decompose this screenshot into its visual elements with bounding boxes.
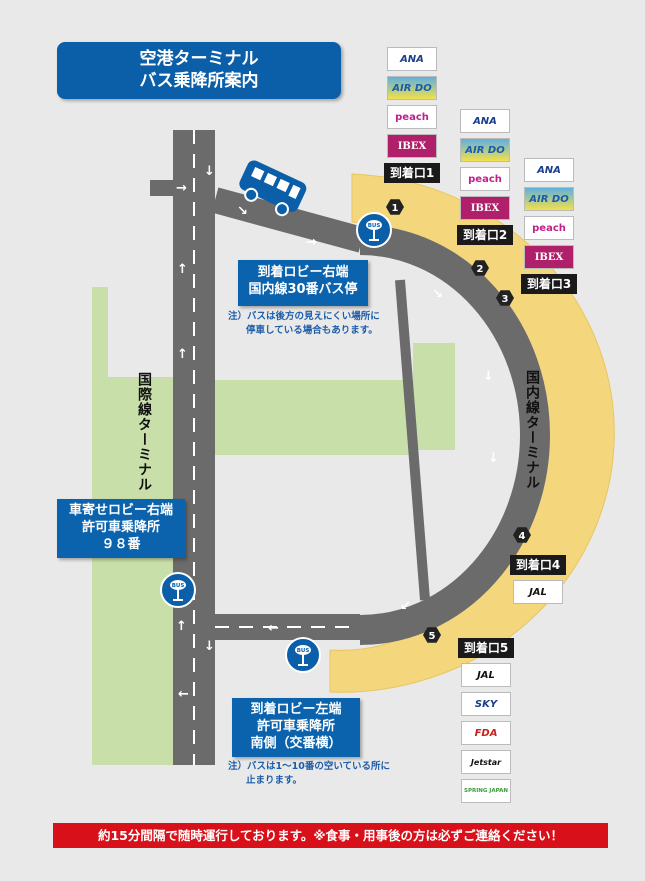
airline-logo: FDA [461, 721, 511, 745]
airline-logo: AIR DO [524, 187, 574, 211]
gate-marker-4: 4 [513, 527, 531, 543]
svg-text:↘: ↘ [237, 204, 248, 219]
airline-logo: peach [387, 105, 437, 129]
bus-stop-icon-right: BUS [356, 212, 392, 248]
callout-left-stop: 到着ロビー左端許可車乗降所南側（交番横） [232, 698, 360, 757]
airline-logo: ANA [524, 158, 574, 182]
svg-text:4: 4 [519, 531, 526, 542]
gate-label: 到着口3 [521, 274, 577, 294]
airline-logo: Jetstar [461, 750, 511, 774]
bus-icon [239, 160, 307, 217]
gate-label: 到着口5 [458, 638, 514, 658]
note-left-stop: 注）バスは1～10番の空いている所に止まります。 [228, 761, 391, 786]
svg-text:2: 2 [477, 264, 484, 275]
road-lane-lines [193, 130, 350, 765]
gate-marker-2: 2 [471, 260, 489, 276]
gate-marker-5: 5 [423, 627, 441, 643]
gate-marker-3: 3 [496, 290, 514, 306]
page-title: 空港ターミナルバス乗降所案内 [57, 42, 341, 99]
airline-logo: ANA [387, 47, 437, 71]
svg-text:↙: ↙ [400, 599, 411, 614]
svg-text:↓: ↓ [204, 164, 215, 179]
domestic-terminal-label: 国内線ターミナル [524, 370, 540, 490]
svg-text:↑: ↑ [177, 262, 188, 277]
service-banner: 約15分間隔で随時運行しております。※食事・用事後の方は必ずご連絡ください！ [53, 823, 608, 848]
svg-text:↑: ↑ [176, 619, 187, 634]
gate-marker-1: 1 [386, 199, 404, 215]
gate-label: 到着口2 [457, 225, 513, 245]
svg-text:BUS: BUS [368, 223, 381, 229]
airline-logo: peach [460, 167, 510, 191]
note-right-stop: 注）バスは後方の見えにくい場所に停車している場合もあります。 [228, 311, 380, 336]
svg-text:→: → [306, 235, 317, 250]
airline-logo: IBEX [460, 196, 510, 220]
international-terminal-label: 国際線ターミナル [136, 372, 152, 492]
airline-logo: ANA [460, 109, 510, 133]
airline-logo: SKY [461, 692, 511, 716]
svg-text:BUS: BUS [172, 583, 185, 589]
gate-label: 到着口4 [510, 555, 566, 575]
svg-text:↓: ↓ [488, 451, 499, 466]
svg-text:←: ← [178, 687, 189, 702]
svg-text:↑: ↑ [177, 347, 188, 362]
gate-label: 到着口1 [384, 163, 440, 183]
airline-logo: IBEX [524, 245, 574, 269]
airline-logo: JAL [461, 663, 511, 687]
bus-stop-icon-left: BUS [285, 637, 321, 673]
direction-arrows: ↓ → ↑ ↑ ↘ → ↘ ↓ ↓ ↙ ← ↑ ↓ ← [176, 164, 499, 702]
svg-text:↘: ↘ [432, 287, 443, 302]
callout-right-stop: 到着ロビー右端国内線30番バス停 [238, 260, 368, 306]
svg-text:←: ← [268, 621, 279, 636]
svg-text:BUS: BUS [297, 648, 310, 654]
airline-logo: JAL [513, 580, 563, 604]
svg-text:1: 1 [392, 203, 399, 214]
svg-text:↓: ↓ [483, 369, 494, 384]
airline-logo: AIR DO [387, 76, 437, 100]
svg-text:3: 3 [502, 294, 509, 305]
airline-logo: peach [524, 216, 574, 240]
svg-text:→: → [176, 181, 187, 196]
airline-logo: IBEX [387, 134, 437, 158]
bus-stop-icon-intl: BUS [160, 572, 196, 608]
svg-text:5: 5 [429, 631, 436, 642]
airline-logo: AIR DO [460, 138, 510, 162]
airline-logo: SPRING JAPAN [461, 779, 511, 803]
svg-text:↓: ↓ [204, 639, 215, 654]
